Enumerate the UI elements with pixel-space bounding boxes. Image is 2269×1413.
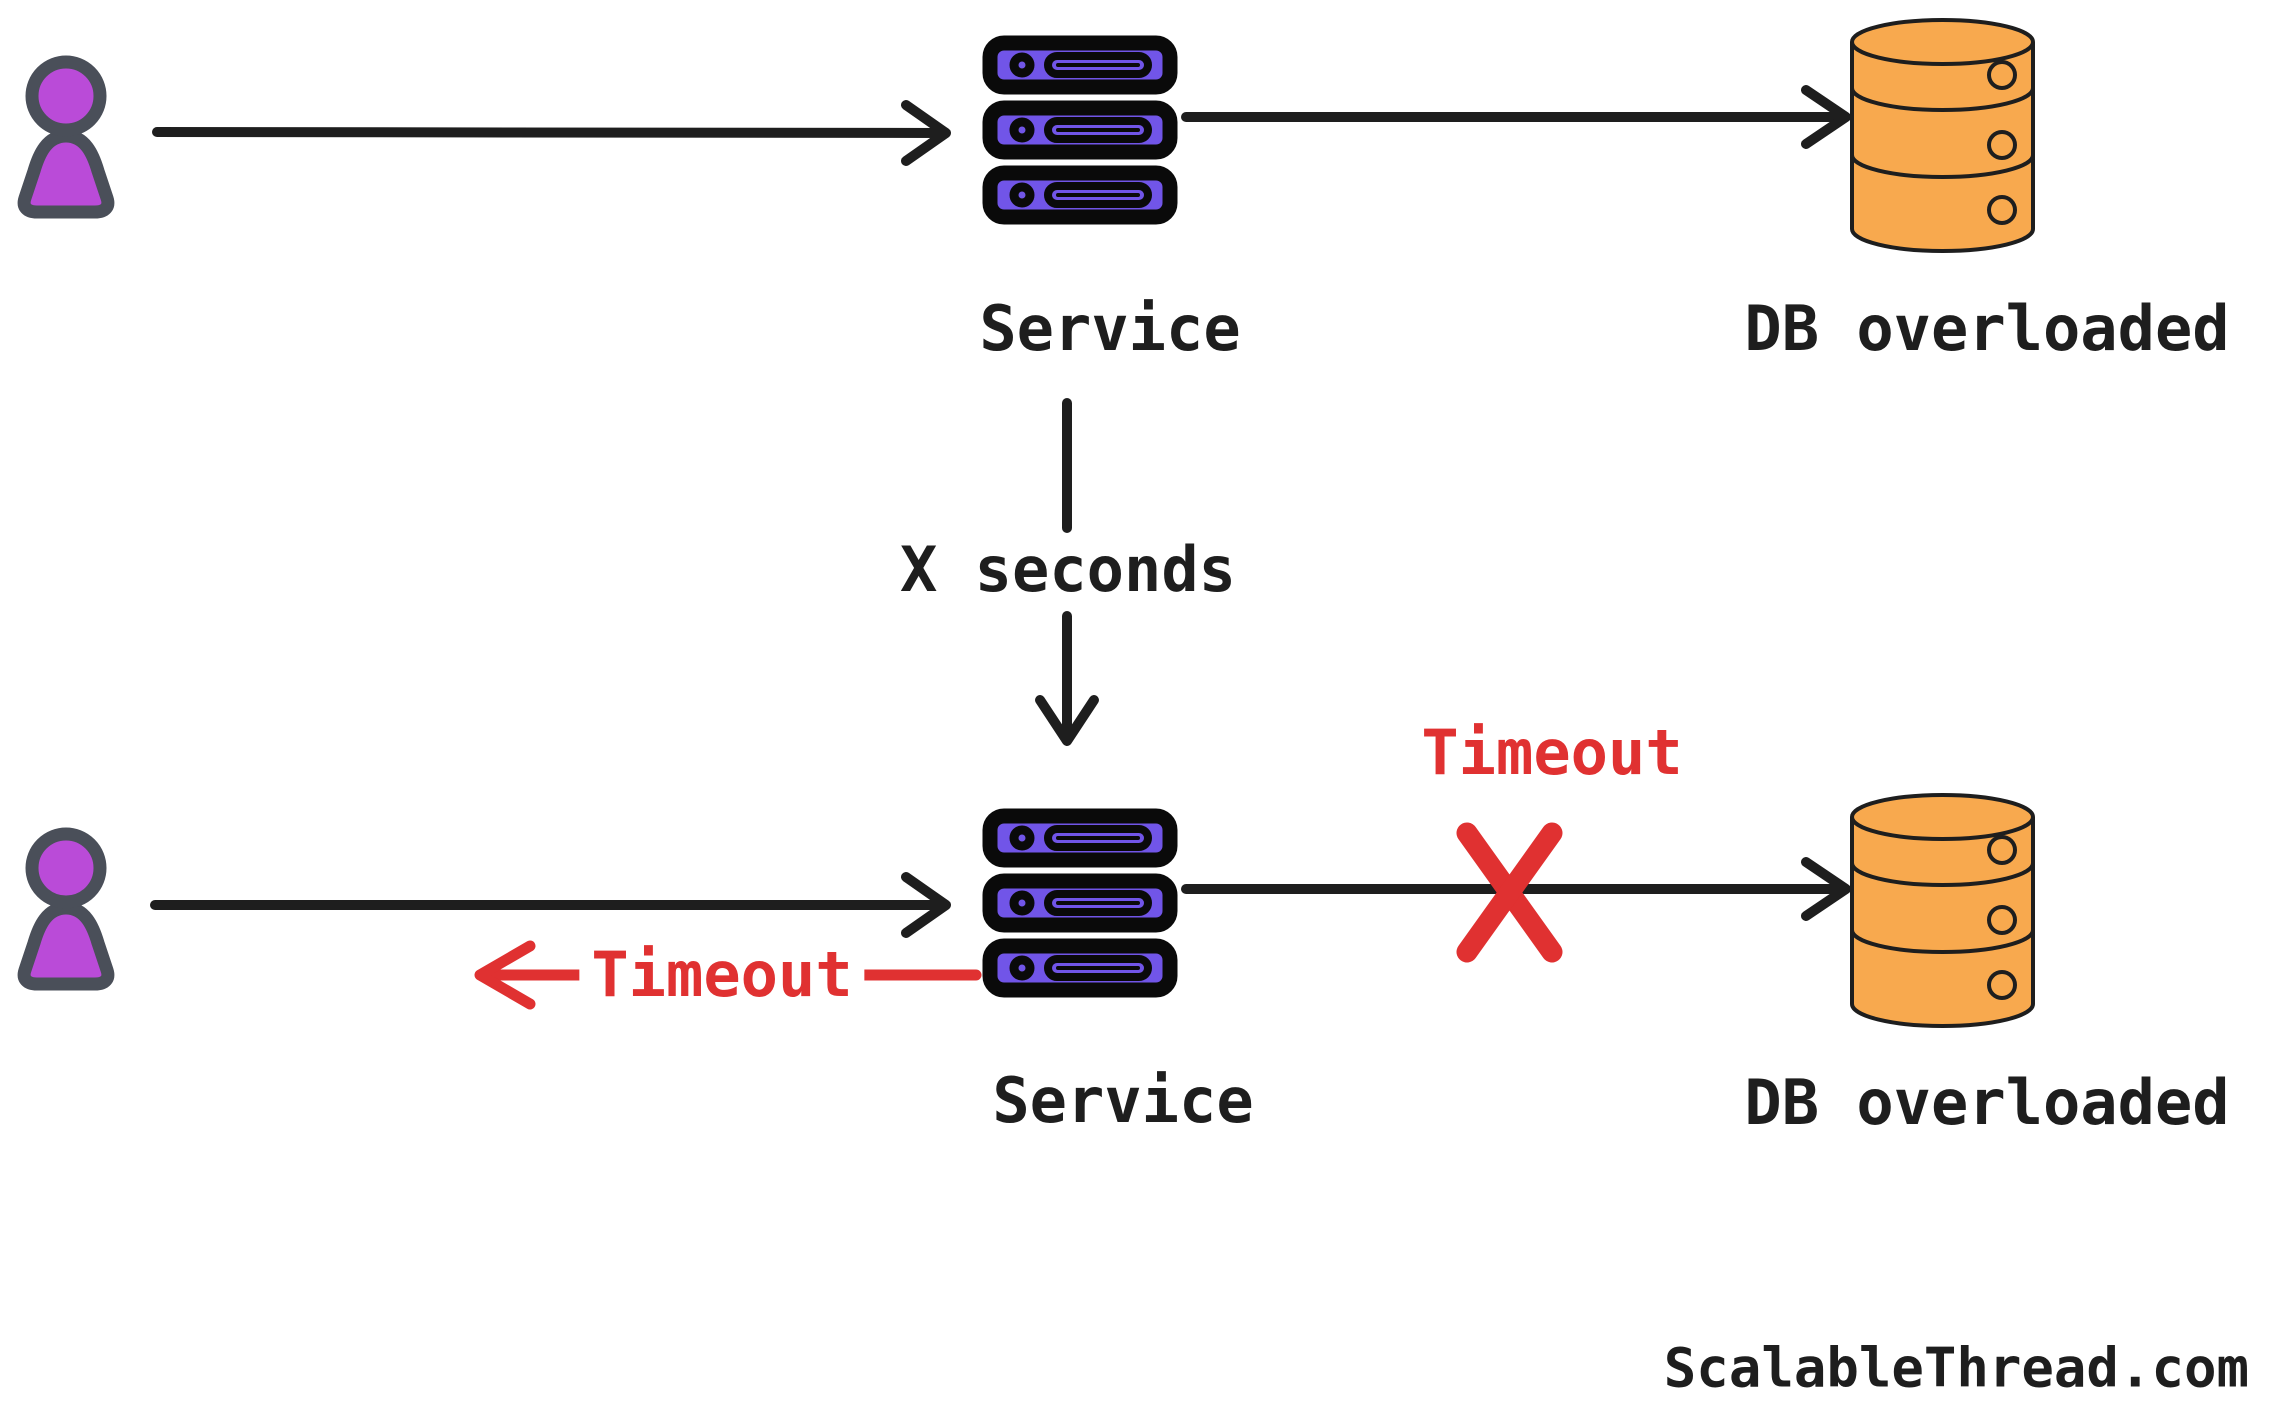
bottom-db-overloaded-label: DB overloaded	[1744, 1066, 2230, 1139]
timeout-db-label: Timeout	[1421, 716, 1683, 789]
server-icon	[990, 816, 1170, 990]
database-icon	[1850, 793, 2035, 1028]
arrow-service-to-db-top	[1181, 85, 1851, 149]
arrow-user-to-service-bottom	[150, 872, 951, 938]
arrow-x-seconds-down	[1035, 398, 1099, 746]
watermark-scalablethread: ScalableThread.com	[1663, 1336, 2249, 1400]
x-seconds-label: X seconds	[900, 533, 1236, 606]
arrow-user-to-service-top	[152, 100, 951, 166]
server-icon	[990, 43, 1170, 217]
bottom-service-label: Service	[992, 1064, 1254, 1137]
top-db-overloaded-label: DB overloaded	[1744, 292, 2230, 365]
database-icon	[1850, 18, 2035, 253]
x-cross-icon	[1456, 822, 1563, 963]
top-service-label: Service	[979, 292, 1241, 365]
user-icon	[24, 62, 108, 212]
user-icon	[24, 834, 108, 984]
timeout-user-label: Timeout	[579, 944, 865, 1006]
